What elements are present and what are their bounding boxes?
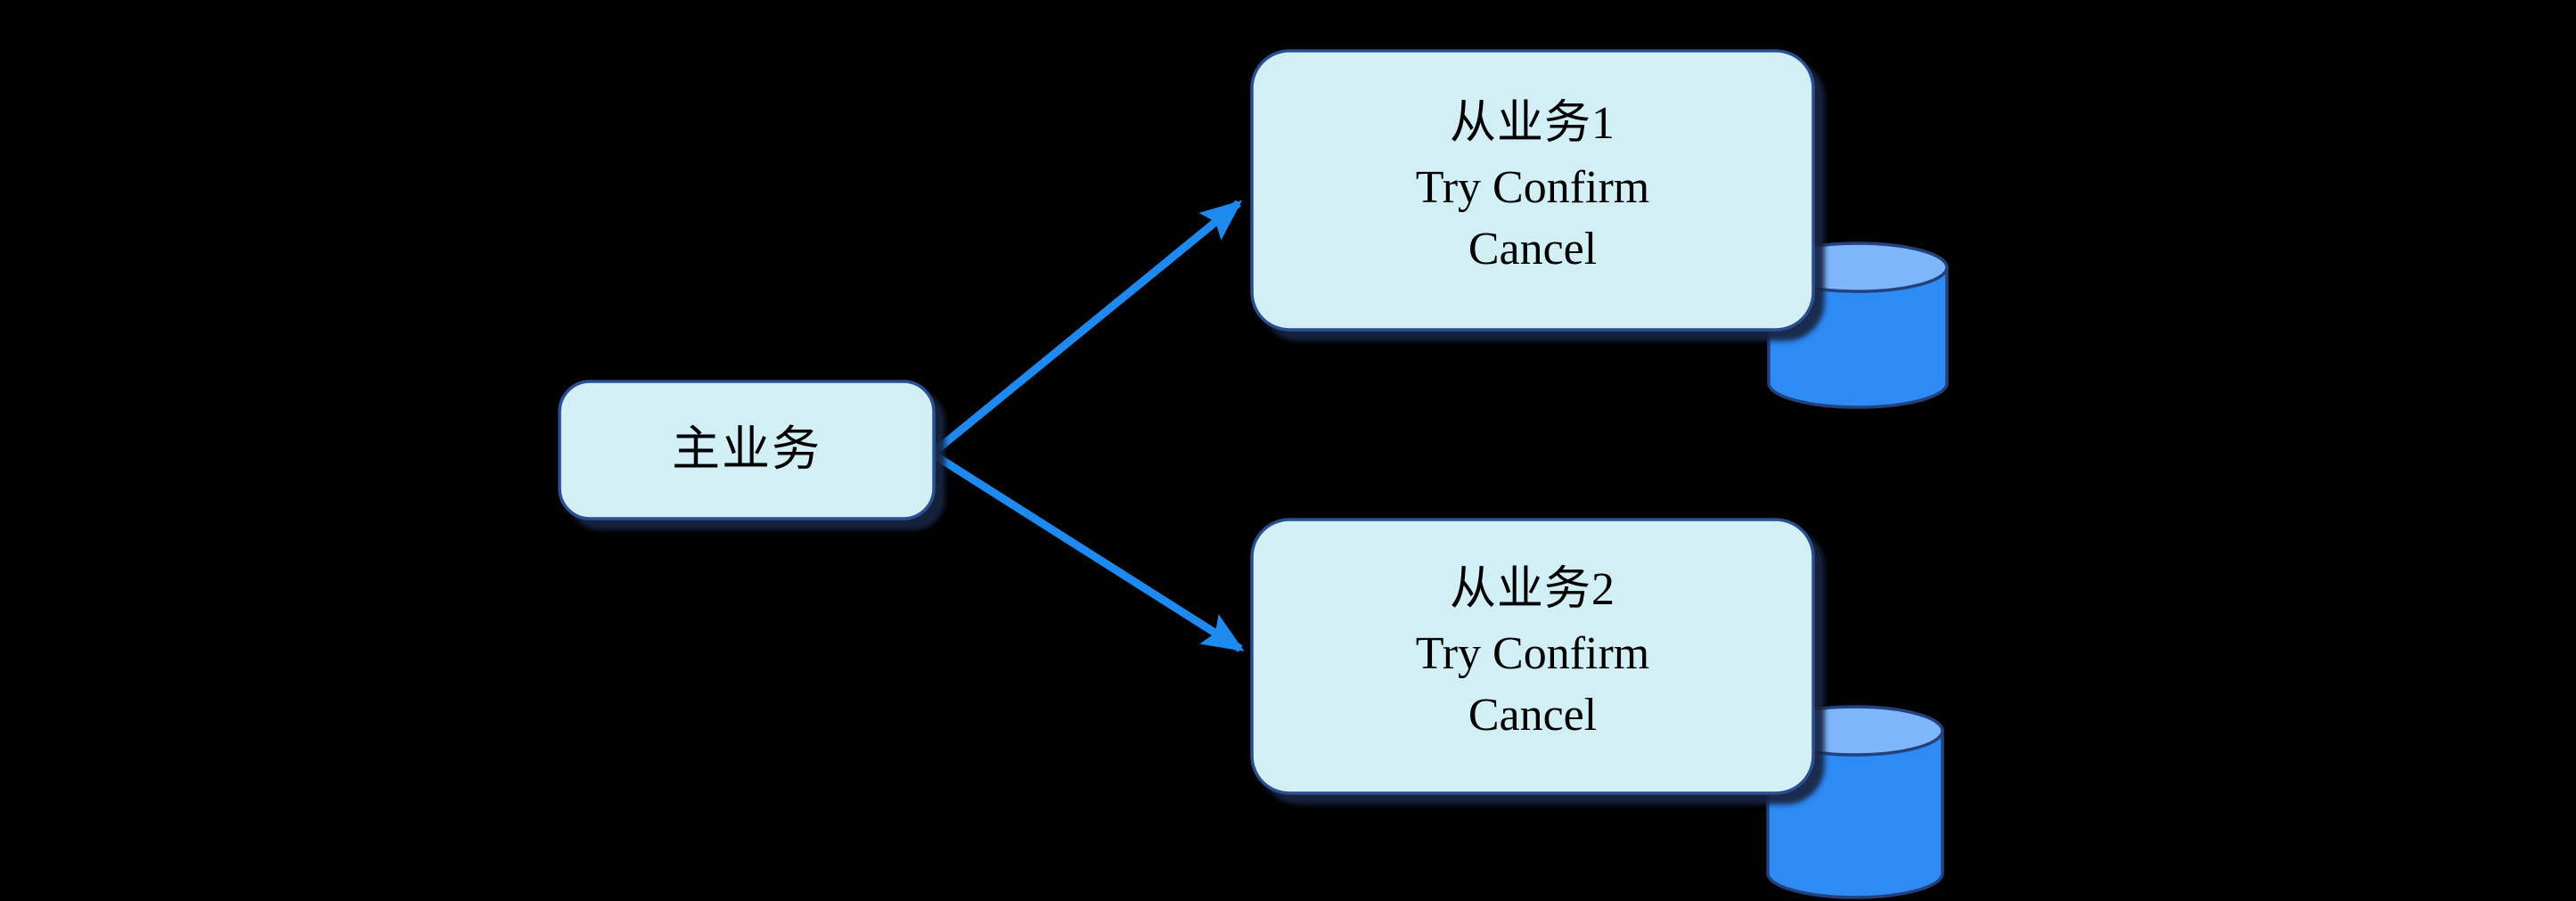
arrow-main-to-sub-service-1[interactable]	[929, 200, 1243, 457]
connector-arrows	[929, 200, 1245, 652]
sub-service-1-node[interactable]	[1250, 49, 1815, 332]
main-service-node[interactable]	[558, 380, 936, 520]
arrow-main-to-sub-service-2[interactable]	[929, 450, 1245, 652]
sub-service-2-node[interactable]	[1250, 518, 1815, 795]
